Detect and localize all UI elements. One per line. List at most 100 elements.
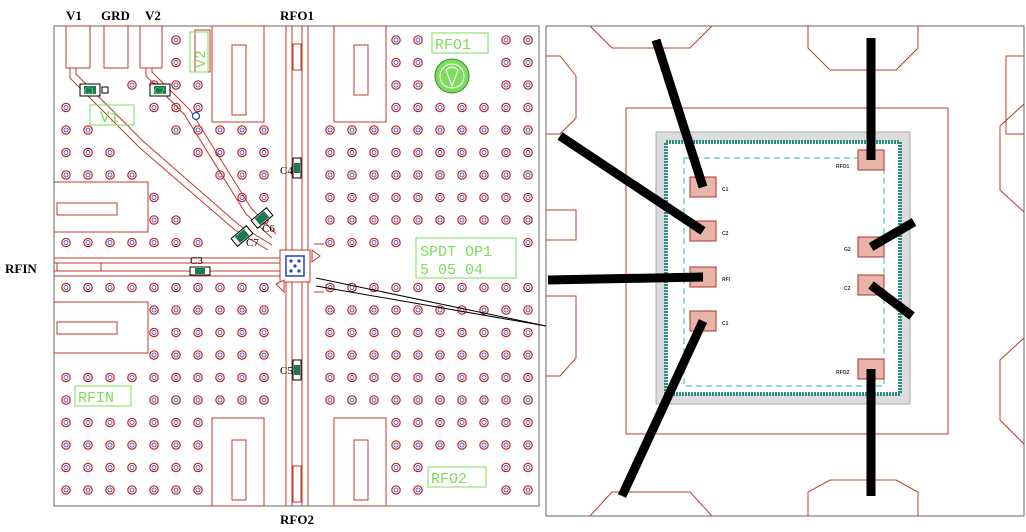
via-drill xyxy=(393,217,399,223)
label-rfo1: RFO1 xyxy=(280,8,314,23)
via-drill xyxy=(349,240,355,245)
via-drill xyxy=(151,375,157,380)
svg-text:5 05 04: 5 05 04 xyxy=(420,262,483,279)
via xyxy=(369,327,379,338)
via-drill xyxy=(481,172,487,178)
via-drill xyxy=(503,375,509,380)
via xyxy=(435,440,445,450)
via xyxy=(501,147,511,158)
via xyxy=(501,395,511,405)
via-drill xyxy=(327,375,333,380)
via-drill xyxy=(151,442,157,448)
label-c1: C1 xyxy=(84,86,95,96)
via-drill xyxy=(327,330,333,335)
via xyxy=(83,485,93,495)
svg-text:G2: G2 xyxy=(844,247,851,253)
via xyxy=(215,395,225,405)
via-drill xyxy=(217,150,223,155)
via-drill xyxy=(393,240,399,245)
via-drill xyxy=(415,420,421,425)
via xyxy=(83,282,93,293)
via xyxy=(215,170,225,180)
via-drill xyxy=(261,150,267,155)
via-drill xyxy=(503,352,509,358)
via-drill xyxy=(107,240,113,245)
via xyxy=(347,170,357,180)
via xyxy=(193,327,203,338)
via xyxy=(215,125,225,135)
via-drill xyxy=(261,375,267,380)
die-inner-guard xyxy=(683,157,885,387)
via xyxy=(413,35,423,45)
via xyxy=(457,305,467,315)
via xyxy=(391,395,401,405)
via-drill xyxy=(525,307,531,313)
bond-wire-rfi xyxy=(547,272,704,285)
top-left-blocks xyxy=(211,25,387,507)
via-drill xyxy=(481,420,487,425)
label-c4: C4 xyxy=(280,165,293,177)
svg-text:RFIN: RFIN xyxy=(78,390,114,407)
via-drill xyxy=(217,397,223,403)
via xyxy=(413,305,423,315)
via xyxy=(237,305,247,315)
cap-c5 xyxy=(292,359,302,381)
via-drill xyxy=(107,375,113,380)
via-drill xyxy=(481,330,487,335)
via xyxy=(259,395,269,405)
via-drill xyxy=(503,127,509,133)
via xyxy=(259,125,269,135)
via xyxy=(171,372,181,383)
via xyxy=(61,102,71,113)
via xyxy=(435,350,445,360)
via-drill xyxy=(415,60,421,65)
via xyxy=(237,372,247,383)
via xyxy=(127,80,137,90)
via xyxy=(215,147,225,158)
via-drill xyxy=(415,195,421,200)
via-drill xyxy=(349,397,355,403)
via-drill xyxy=(393,442,399,448)
via-drill xyxy=(393,285,399,290)
via-drill xyxy=(393,330,399,335)
via xyxy=(457,350,467,360)
via xyxy=(105,237,115,248)
via-drill xyxy=(525,420,531,425)
via-drill xyxy=(415,487,421,493)
via xyxy=(347,327,357,338)
via xyxy=(171,305,181,315)
silkscreen-v2: V2 xyxy=(189,31,210,73)
company-logo xyxy=(434,58,470,94)
via-drill xyxy=(481,127,487,133)
via-drill xyxy=(63,465,69,470)
via xyxy=(391,417,401,428)
via-drill xyxy=(85,442,91,448)
via xyxy=(347,372,357,383)
via xyxy=(237,395,247,405)
via-drill xyxy=(261,172,267,178)
via xyxy=(413,485,423,495)
via-drill xyxy=(349,307,355,313)
via xyxy=(259,327,269,338)
via xyxy=(413,440,423,450)
via-drill xyxy=(481,217,487,223)
via xyxy=(479,147,489,158)
via-drill xyxy=(503,37,509,43)
via xyxy=(523,57,533,68)
via-drill xyxy=(459,375,465,380)
via-drill xyxy=(217,375,223,380)
via xyxy=(325,215,335,225)
via-drill xyxy=(173,60,179,65)
via-drill xyxy=(393,105,399,110)
via xyxy=(369,237,379,248)
via xyxy=(61,282,71,293)
via xyxy=(61,462,71,473)
via xyxy=(479,215,489,225)
via-drill xyxy=(371,375,377,380)
via-drill xyxy=(503,397,509,403)
via xyxy=(325,170,335,180)
via-drill xyxy=(481,375,487,380)
via-drill xyxy=(415,307,421,313)
via xyxy=(105,282,115,293)
